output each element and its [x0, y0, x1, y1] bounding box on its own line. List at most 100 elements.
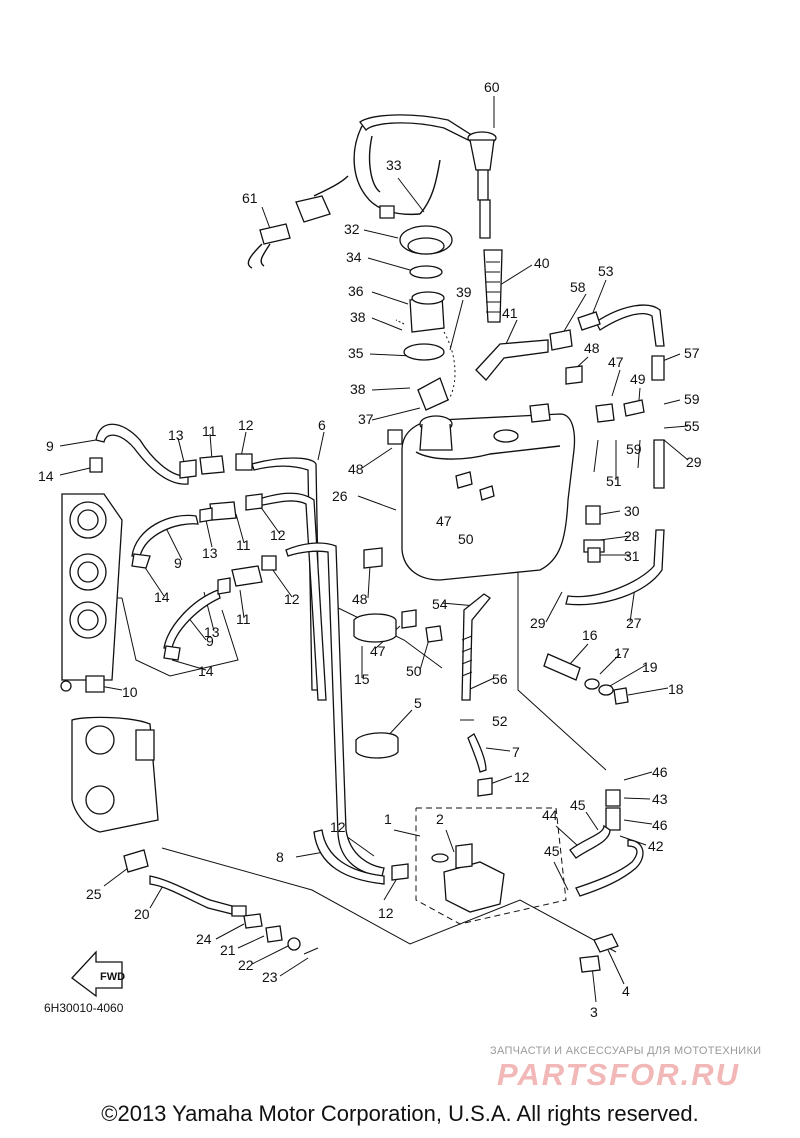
callout-38: 38 [350, 309, 366, 325]
callout-47b: 47 [436, 513, 452, 529]
callout-5: 5 [414, 695, 422, 711]
callout-12e: 12 [330, 819, 346, 835]
lower-fittings [123, 849, 319, 955]
callout-8: 8 [276, 849, 284, 865]
callout-47: 47 [608, 354, 624, 370]
callout-9b: 9 [174, 555, 182, 571]
callout-54: 54 [432, 596, 448, 612]
callout-23: 23 [262, 969, 278, 985]
callout-11: 11 [202, 423, 217, 439]
copyright-notice: ©2013 Yamaha Motor Corporation, U.S.A. A… [101, 1101, 699, 1126]
callout-35: 35 [348, 345, 364, 361]
callout-37: 37 [358, 411, 374, 427]
callout-59: 59 [684, 391, 700, 407]
callout-45b: 45 [544, 843, 560, 859]
callout-11c: 11 [236, 611, 251, 627]
callout-32: 32 [344, 221, 360, 237]
right-small-parts [543, 653, 644, 897]
callout-27: 27 [626, 615, 642, 631]
callout-26: 26 [332, 488, 348, 504]
callout-58: 58 [570, 279, 586, 295]
callout-49: 49 [630, 371, 646, 387]
callout-48c: 48 [352, 591, 368, 607]
callout-9c: 9 [206, 633, 214, 649]
callout-12f: 12 [378, 905, 394, 921]
callout-46: 46 [652, 764, 668, 780]
callout-48b: 48 [348, 461, 364, 477]
callout-17: 17 [614, 645, 630, 661]
clamps [353, 547, 443, 759]
callout-14c: 14 [198, 663, 214, 679]
watermark-tagline: ЗАПЧАСТИ И АКСЕССУАРЫ ДЛЯ МОТОТЕХНИКИ [490, 1045, 762, 1057]
callout-44: 44 [542, 807, 558, 823]
callout-21: 21 [220, 942, 236, 958]
callout-48: 48 [584, 340, 600, 356]
callout-14b: 14 [154, 589, 170, 605]
oil-lines [251, 457, 385, 885]
oil-pump [391, 593, 619, 973]
fwd-label: FWD [100, 971, 125, 983]
callout-52: 52 [492, 713, 508, 729]
callout-24: 24 [196, 931, 212, 947]
leader-lines [59, 96, 689, 1003]
callout-47c: 47 [370, 643, 386, 659]
drawing-code: 6H30010-4060 [44, 1001, 124, 1015]
callout-30: 30 [624, 503, 640, 519]
callout-3: 3 [590, 1004, 598, 1020]
callout-20: 20 [134, 906, 150, 922]
callout-14: 14 [38, 468, 54, 484]
callout-4: 4 [622, 983, 630, 999]
callout-18: 18 [668, 681, 684, 697]
callout-40: 40 [534, 255, 550, 271]
callout-22: 22 [238, 957, 254, 973]
callout-57: 57 [684, 345, 700, 361]
callout-55: 55 [684, 418, 700, 434]
oil-tank [387, 339, 576, 581]
callout-42: 42 [648, 838, 664, 854]
callout-60: 60 [484, 79, 500, 95]
callout-41: 41 [502, 305, 518, 321]
callout-11b: 11 [236, 537, 251, 553]
callout-numbers: 60 33 61 32 34 40 36 39 53 38 58 41 35 4… [38, 79, 702, 1020]
callout-39: 39 [456, 284, 472, 300]
callout-29: 29 [686, 454, 702, 470]
callout-13: 13 [168, 427, 184, 443]
callout-13c: 13 [204, 624, 220, 640]
callout-28: 28 [624, 528, 640, 544]
callout-33: 33 [386, 157, 402, 173]
callout-56: 56 [492, 671, 508, 687]
callout-29b: 29 [530, 615, 546, 631]
callout-13b: 13 [202, 545, 218, 561]
callout-2: 2 [436, 811, 444, 827]
callout-46b: 46 [652, 817, 668, 833]
callout-43: 43 [652, 791, 668, 807]
callout-19: 19 [642, 659, 658, 675]
callout-9: 9 [46, 438, 54, 454]
callout-59b: 59 [626, 441, 642, 457]
callout-31: 31 [624, 548, 640, 564]
intake-side [60, 423, 277, 833]
callout-6: 6 [318, 417, 326, 433]
callout-36: 36 [348, 283, 364, 299]
callout-25: 25 [86, 886, 102, 902]
callout-34: 34 [346, 249, 362, 265]
callout-12d: 12 [514, 769, 530, 785]
callout-51: 51 [606, 473, 622, 489]
right-hoses [549, 304, 665, 606]
callout-50: 50 [458, 531, 474, 547]
callout-12b: 12 [270, 527, 286, 543]
watermark-logo: PARTSFOR.RU [497, 1057, 741, 1092]
callout-1: 1 [384, 811, 392, 827]
callout-53: 53 [598, 263, 614, 279]
callout-7: 7 [512, 744, 520, 760]
callout-38b: 38 [350, 381, 366, 397]
callout-16: 16 [582, 627, 598, 643]
fwd-arrow-icon: FWD [71, 950, 125, 998]
callout-45: 45 [570, 797, 586, 813]
callout-12: 12 [238, 417, 254, 433]
wiring-harness [247, 114, 471, 269]
callout-61: 61 [242, 190, 258, 206]
callout-15: 15 [354, 671, 370, 687]
filler-assembly [395, 131, 503, 411]
